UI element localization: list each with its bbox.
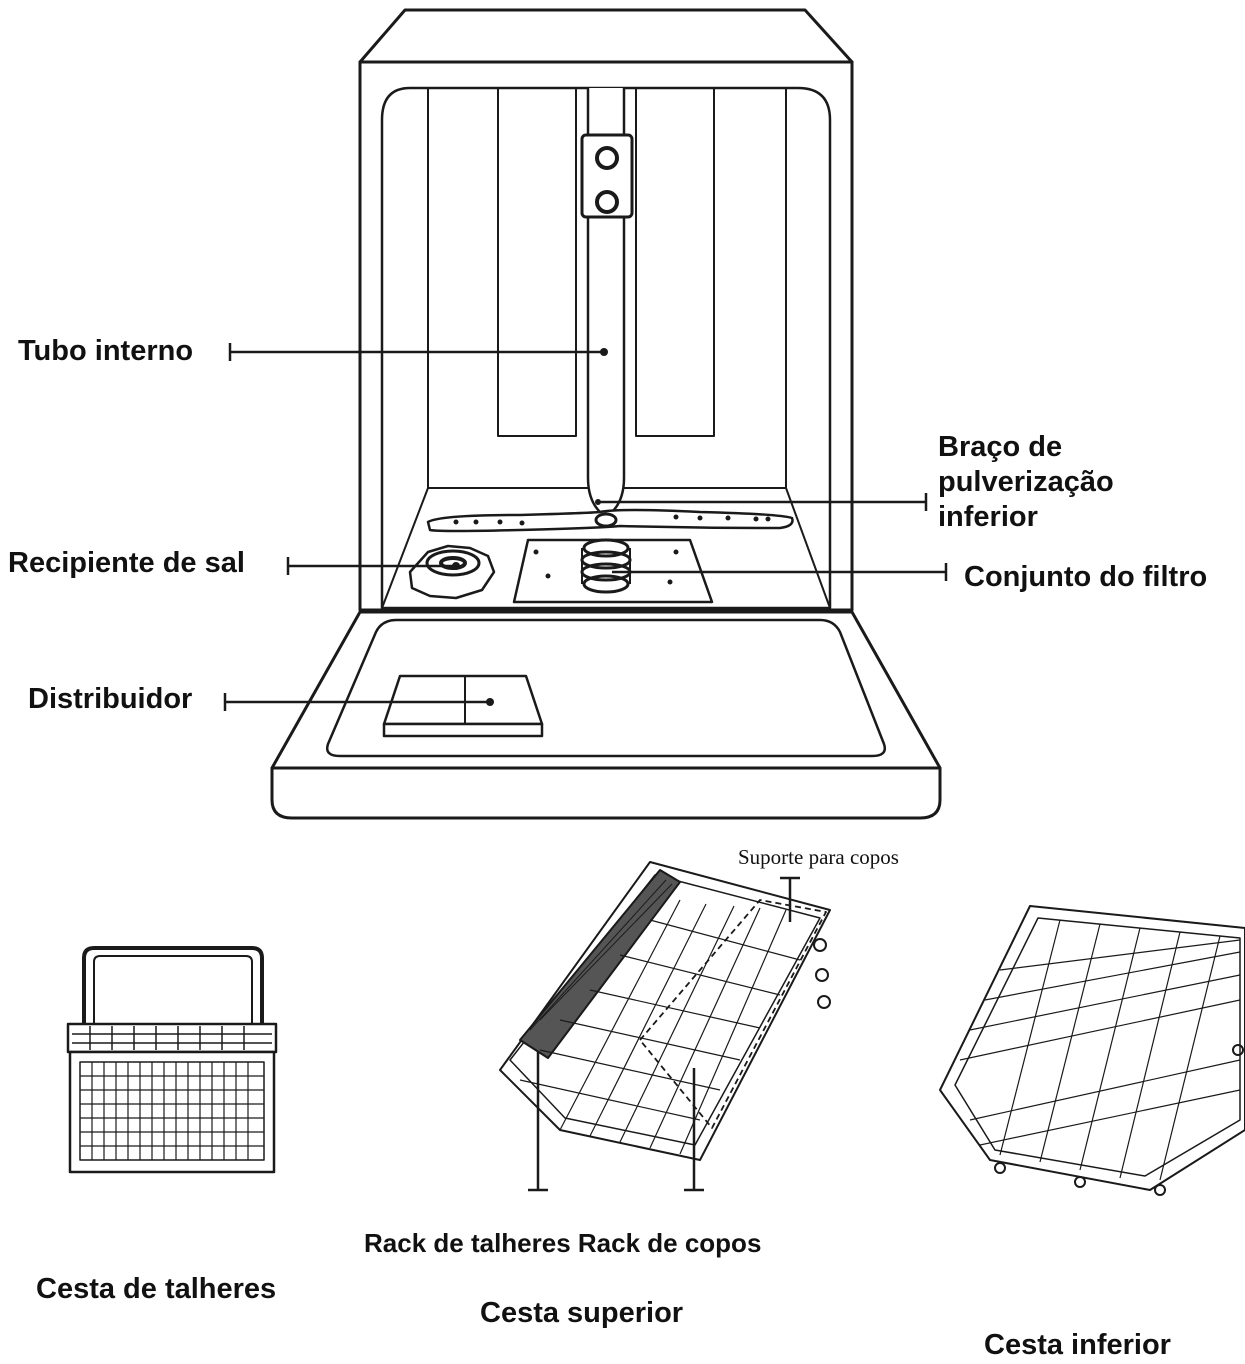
- inner-tube: [582, 88, 632, 512]
- label-inner-tube: Tubo interno: [18, 334, 193, 369]
- label-upper-basket: Cesta superior: [480, 1296, 683, 1331]
- label-dispenser: Distribuidor: [28, 682, 192, 717]
- label-salt-container: Recipiente de sal: [8, 546, 245, 581]
- label-cup-support: Suporte para copos: [738, 845, 899, 870]
- detergent-dispenser: [384, 676, 542, 736]
- dishwasher-door: [272, 612, 940, 818]
- label-filter-assembly: Conjunto do filtro: [964, 560, 1207, 595]
- cutlery-basket: [68, 948, 276, 1172]
- label-lower-spray-arm: Braço de pulverização inferior: [938, 430, 1168, 534]
- label-cutlery-basket: Cesta de talheres: [36, 1272, 276, 1307]
- lower-basket: [940, 906, 1245, 1195]
- upper-basket: [500, 862, 830, 1160]
- label-cutlery-rack-cup-rack: Rack de talheres Rack de copos: [364, 1228, 761, 1259]
- label-lower-basket: Cesta inferior: [984, 1328, 1171, 1363]
